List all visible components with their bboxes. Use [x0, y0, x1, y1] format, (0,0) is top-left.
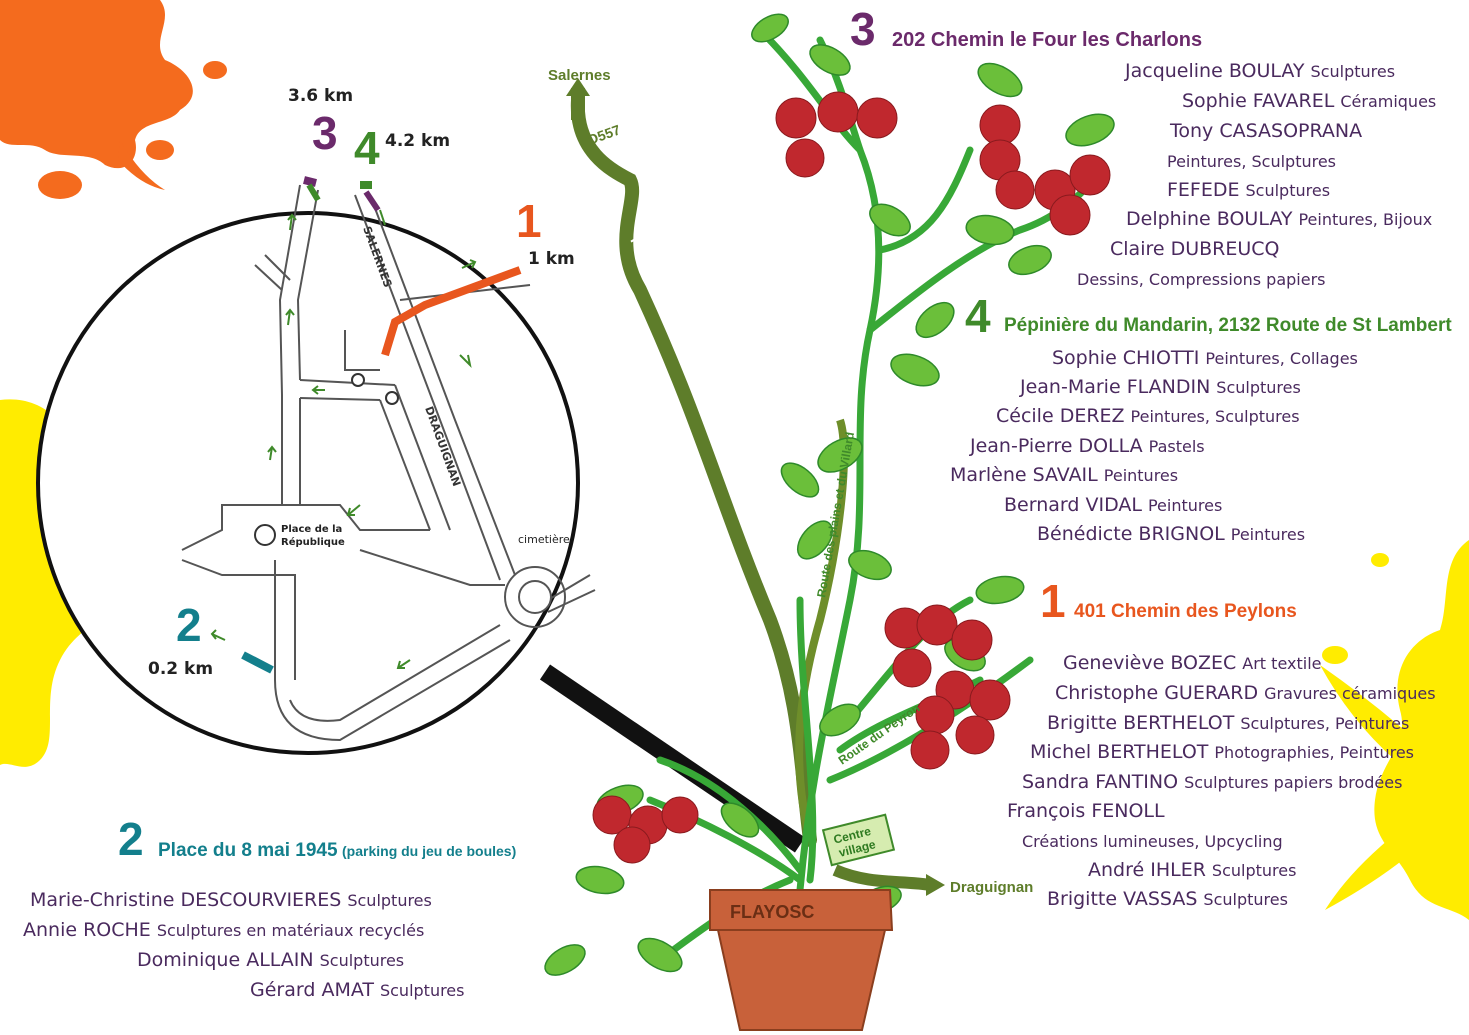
pot-label: FLAYOSC — [730, 902, 814, 922]
stop-2-venue-name: Place du 8 mai 1945 — [158, 840, 338, 861]
map-cimetiere: cimetière — [518, 533, 570, 546]
map-stop2-distance: 0.2 km — [148, 659, 214, 679]
flower-pot — [709, 889, 894, 1031]
map-place-republique-1: Place de la — [281, 524, 342, 535]
artist-row: Claire DUBREUCQ — [1110, 238, 1280, 260]
road-label-draguignan: Draguignan — [950, 879, 1033, 896]
stop-1-venue: 401 Chemin des Peylons — [1074, 601, 1297, 622]
road-label-salernes: Salernes — [548, 67, 611, 84]
artist-row: François FENOLL — [1007, 800, 1165, 822]
map-stop4-distance: 4.2 km — [385, 131, 451, 151]
stop-3-venue: 202 Chemin le Four les Charlons — [892, 29, 1203, 51]
map-stop1-number: 1 — [516, 195, 542, 247]
map-stop4-number: 4 — [354, 122, 380, 174]
stop-2-number: 2 — [118, 813, 144, 865]
route-to-stop-1 — [381, 266, 522, 357]
artist-medium-line: Peintures, Sculptures — [1167, 152, 1337, 171]
map-stop2-number: 2 — [176, 599, 202, 651]
yellow-paint-splash-right — [1320, 540, 1469, 920]
map-stop3-number: 3 — [312, 107, 338, 159]
orange-paint-splash — [0, 0, 227, 199]
map-place-republique-2: République — [281, 536, 345, 548]
stop-2-venue: Place du 8 mai 1945 (parking du jeu de b… — [158, 840, 516, 862]
inset-map — [36, 176, 806, 853]
map-pointer-line — [539, 664, 806, 853]
stop-4-number: 4 — [965, 290, 991, 342]
stop-3-number: 3 — [850, 3, 876, 55]
artist-medium-line: Créations lumineuses, Upcycling — [1022, 832, 1283, 851]
plant-illustration — [544, 13, 1115, 1031]
stop-2-venue-note: (parking du jeu de boules) — [342, 843, 517, 859]
stop-4-venue: Pépinière du Mandarin, 2132 Route de St … — [1004, 315, 1452, 336]
map-stop3-distance: 3.6 km — [288, 86, 354, 106]
road-label-d557: D557 — [586, 121, 623, 148]
map-stop1-distance: 1 km — [528, 249, 575, 269]
artist-row: Tony CASASOPRANA — [1170, 120, 1363, 142]
route-to-stop-2 — [241, 651, 274, 674]
artist-medium-line: Dessins, Compressions papiers — [1077, 270, 1326, 289]
stop-1-number: 1 — [1040, 575, 1066, 627]
